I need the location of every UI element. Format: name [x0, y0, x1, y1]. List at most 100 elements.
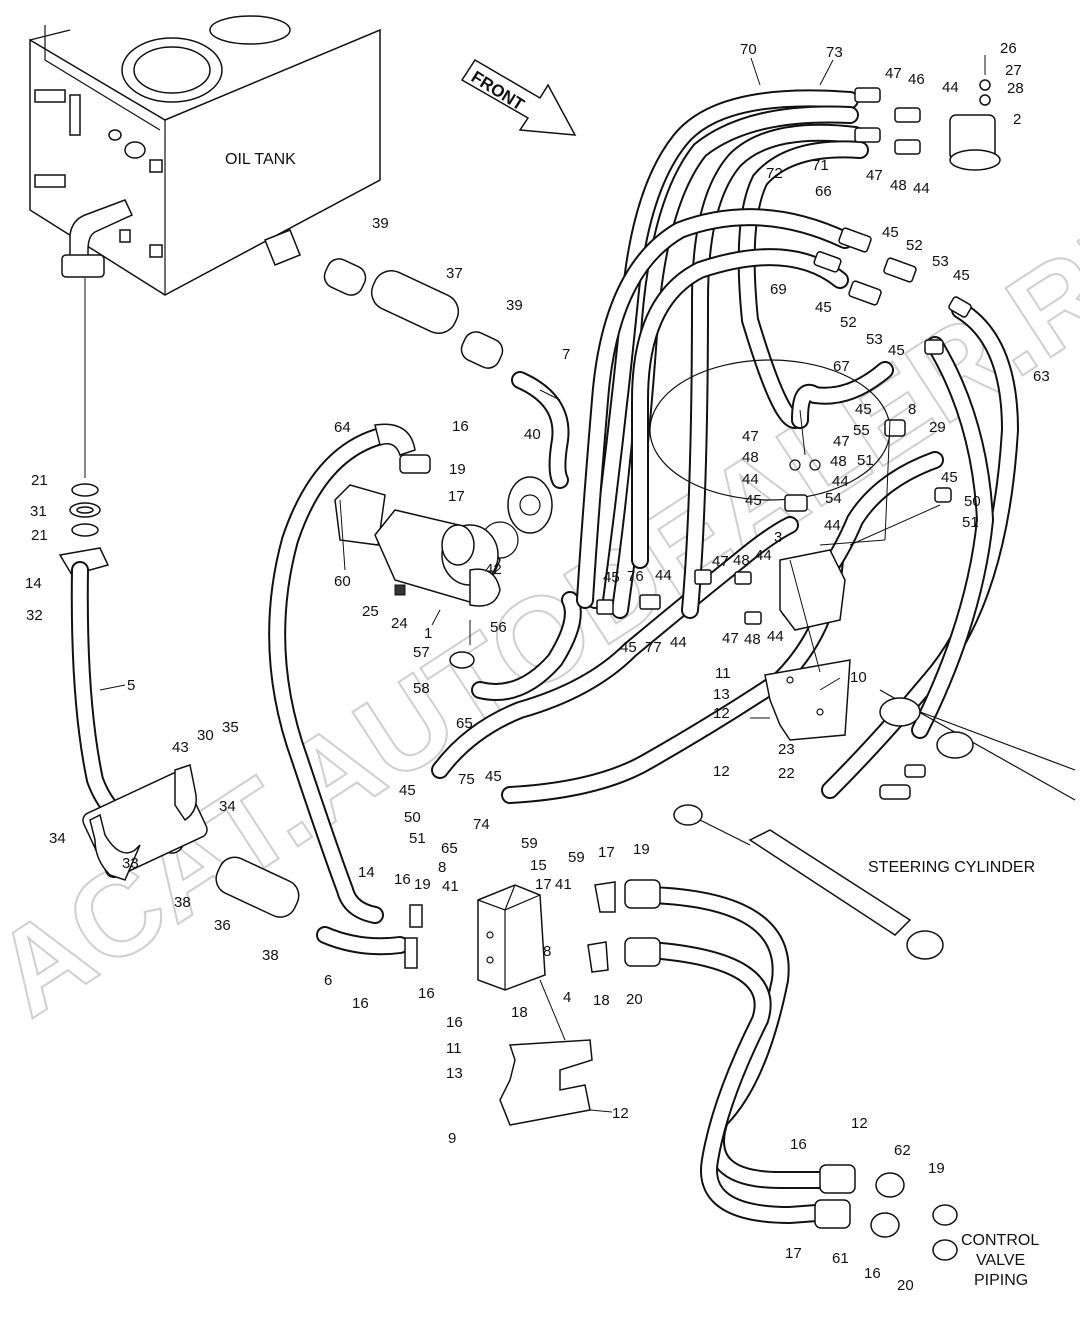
steering-cylinder-label: STEERING CYLINDER: [868, 859, 1035, 876]
callout-16: 16: [864, 1265, 881, 1282]
callout-17: 17: [535, 876, 552, 893]
callout-18: 18: [593, 992, 610, 1009]
callout-44: 44: [742, 471, 759, 488]
callout-29: 29: [929, 419, 946, 436]
callout-71: 71: [812, 157, 829, 174]
oil-tank: OIL TANK: [29, 15, 381, 296]
callout-16: 16: [790, 1136, 807, 1153]
hose-64: [268, 423, 416, 956]
callout-11: 11: [446, 1040, 462, 1057]
callout-62: 62: [894, 1142, 911, 1159]
callout-44: 44: [670, 634, 687, 651]
callout-14: 14: [358, 864, 375, 881]
callout-42: 42: [485, 561, 502, 578]
callout-66: 66: [815, 183, 832, 200]
callout-47: 47: [866, 167, 883, 184]
callout-8: 8: [908, 401, 916, 418]
callout-52: 52: [840, 314, 857, 331]
callout-10: 10: [850, 669, 867, 686]
callout-47: 47: [885, 65, 902, 82]
callout-41: 41: [442, 878, 459, 895]
callout-64: 64: [334, 419, 351, 436]
callout-59: 59: [521, 835, 538, 852]
callout-50: 50: [404, 809, 421, 826]
callout-39: 39: [506, 297, 523, 314]
callout-53: 53: [932, 253, 949, 270]
hoses-61-62: [587, 879, 958, 1261]
control-valve-label-1: CONTROL: [961, 1232, 1039, 1249]
callout-76: 76: [627, 568, 644, 585]
callout-7: 7: [562, 346, 570, 363]
callout-56: 56: [490, 619, 507, 636]
callout-65: 65: [441, 840, 458, 857]
main-pump: [334, 454, 501, 669]
callout-48: 48: [830, 453, 847, 470]
callout-44: 44: [755, 547, 772, 564]
callout-22: 22: [778, 765, 795, 782]
callout-45: 45: [815, 299, 832, 316]
callout-44: 44: [824, 517, 841, 534]
bracket-10: [764, 659, 851, 741]
fittings-52-53: [813, 227, 972, 355]
callout-14: 14: [25, 575, 42, 592]
callout-60: 60: [334, 573, 351, 590]
callout-58: 58: [413, 680, 430, 697]
callout-45: 45: [485, 768, 502, 785]
callout-4: 4: [563, 989, 571, 1006]
steering-unit-2: [854, 79, 1001, 171]
callout-33: 33: [122, 855, 139, 872]
callout-47: 47: [742, 428, 759, 445]
callout-16: 16: [394, 871, 411, 888]
callout-21: 21: [31, 527, 48, 544]
callout-38: 38: [174, 894, 191, 911]
callout-17: 17: [785, 1245, 802, 1262]
callout-50: 50: [964, 493, 981, 510]
callout-26: 26: [1000, 40, 1017, 57]
suction-line: [323, 258, 570, 559]
callout-34: 34: [219, 798, 236, 815]
oil-tank-label: OIL TANK: [225, 151, 296, 168]
callout-12: 12: [713, 763, 730, 780]
callout-13: 13: [446, 1065, 463, 1082]
callout-48: 48: [744, 631, 761, 648]
callout-28: 28: [1007, 80, 1024, 97]
callout-16: 16: [452, 418, 469, 435]
callout-25: 25: [362, 603, 379, 620]
callout-54: 54: [825, 490, 842, 507]
callout-8: 8: [438, 859, 446, 876]
callout-5: 5: [127, 677, 135, 694]
callout-67: 67: [833, 358, 850, 375]
callout-44: 44: [913, 180, 930, 197]
control-valve-label-2: VALVE: [976, 1252, 1025, 1269]
callout-61: 61: [832, 1250, 849, 1267]
callout-13: 13: [713, 686, 730, 703]
callout-69: 69: [770, 281, 787, 298]
callout-45: 45: [882, 224, 899, 241]
callout-16: 16: [418, 985, 435, 1002]
callout-48: 48: [742, 449, 759, 466]
callout-74: 74: [473, 816, 490, 833]
callout-59: 59: [568, 849, 585, 866]
control-valve-3: [596, 419, 952, 631]
bracket-9: [499, 1039, 593, 1126]
callout-30: 30: [197, 727, 214, 744]
callout-45: 45: [745, 492, 762, 509]
callout-19: 19: [633, 841, 650, 858]
callout-16: 16: [446, 1014, 463, 1031]
callout-17: 17: [598, 844, 615, 861]
callout-43: 43: [172, 739, 189, 756]
callout-3: 3: [774, 529, 782, 546]
callout-27: 27: [1005, 62, 1022, 79]
valve-block-4: [404, 884, 546, 991]
control-valve-label-3: PIPING: [974, 1272, 1028, 1289]
callout-24: 24: [391, 615, 408, 632]
callout-47: 47: [833, 433, 850, 450]
hose-bundle: [576, 89, 1020, 799]
callout-45: 45: [953, 267, 970, 284]
hose-65: [431, 516, 844, 804]
callout-19: 19: [414, 876, 431, 893]
callout-44: 44: [655, 567, 672, 584]
callout-55: 55: [853, 422, 870, 439]
